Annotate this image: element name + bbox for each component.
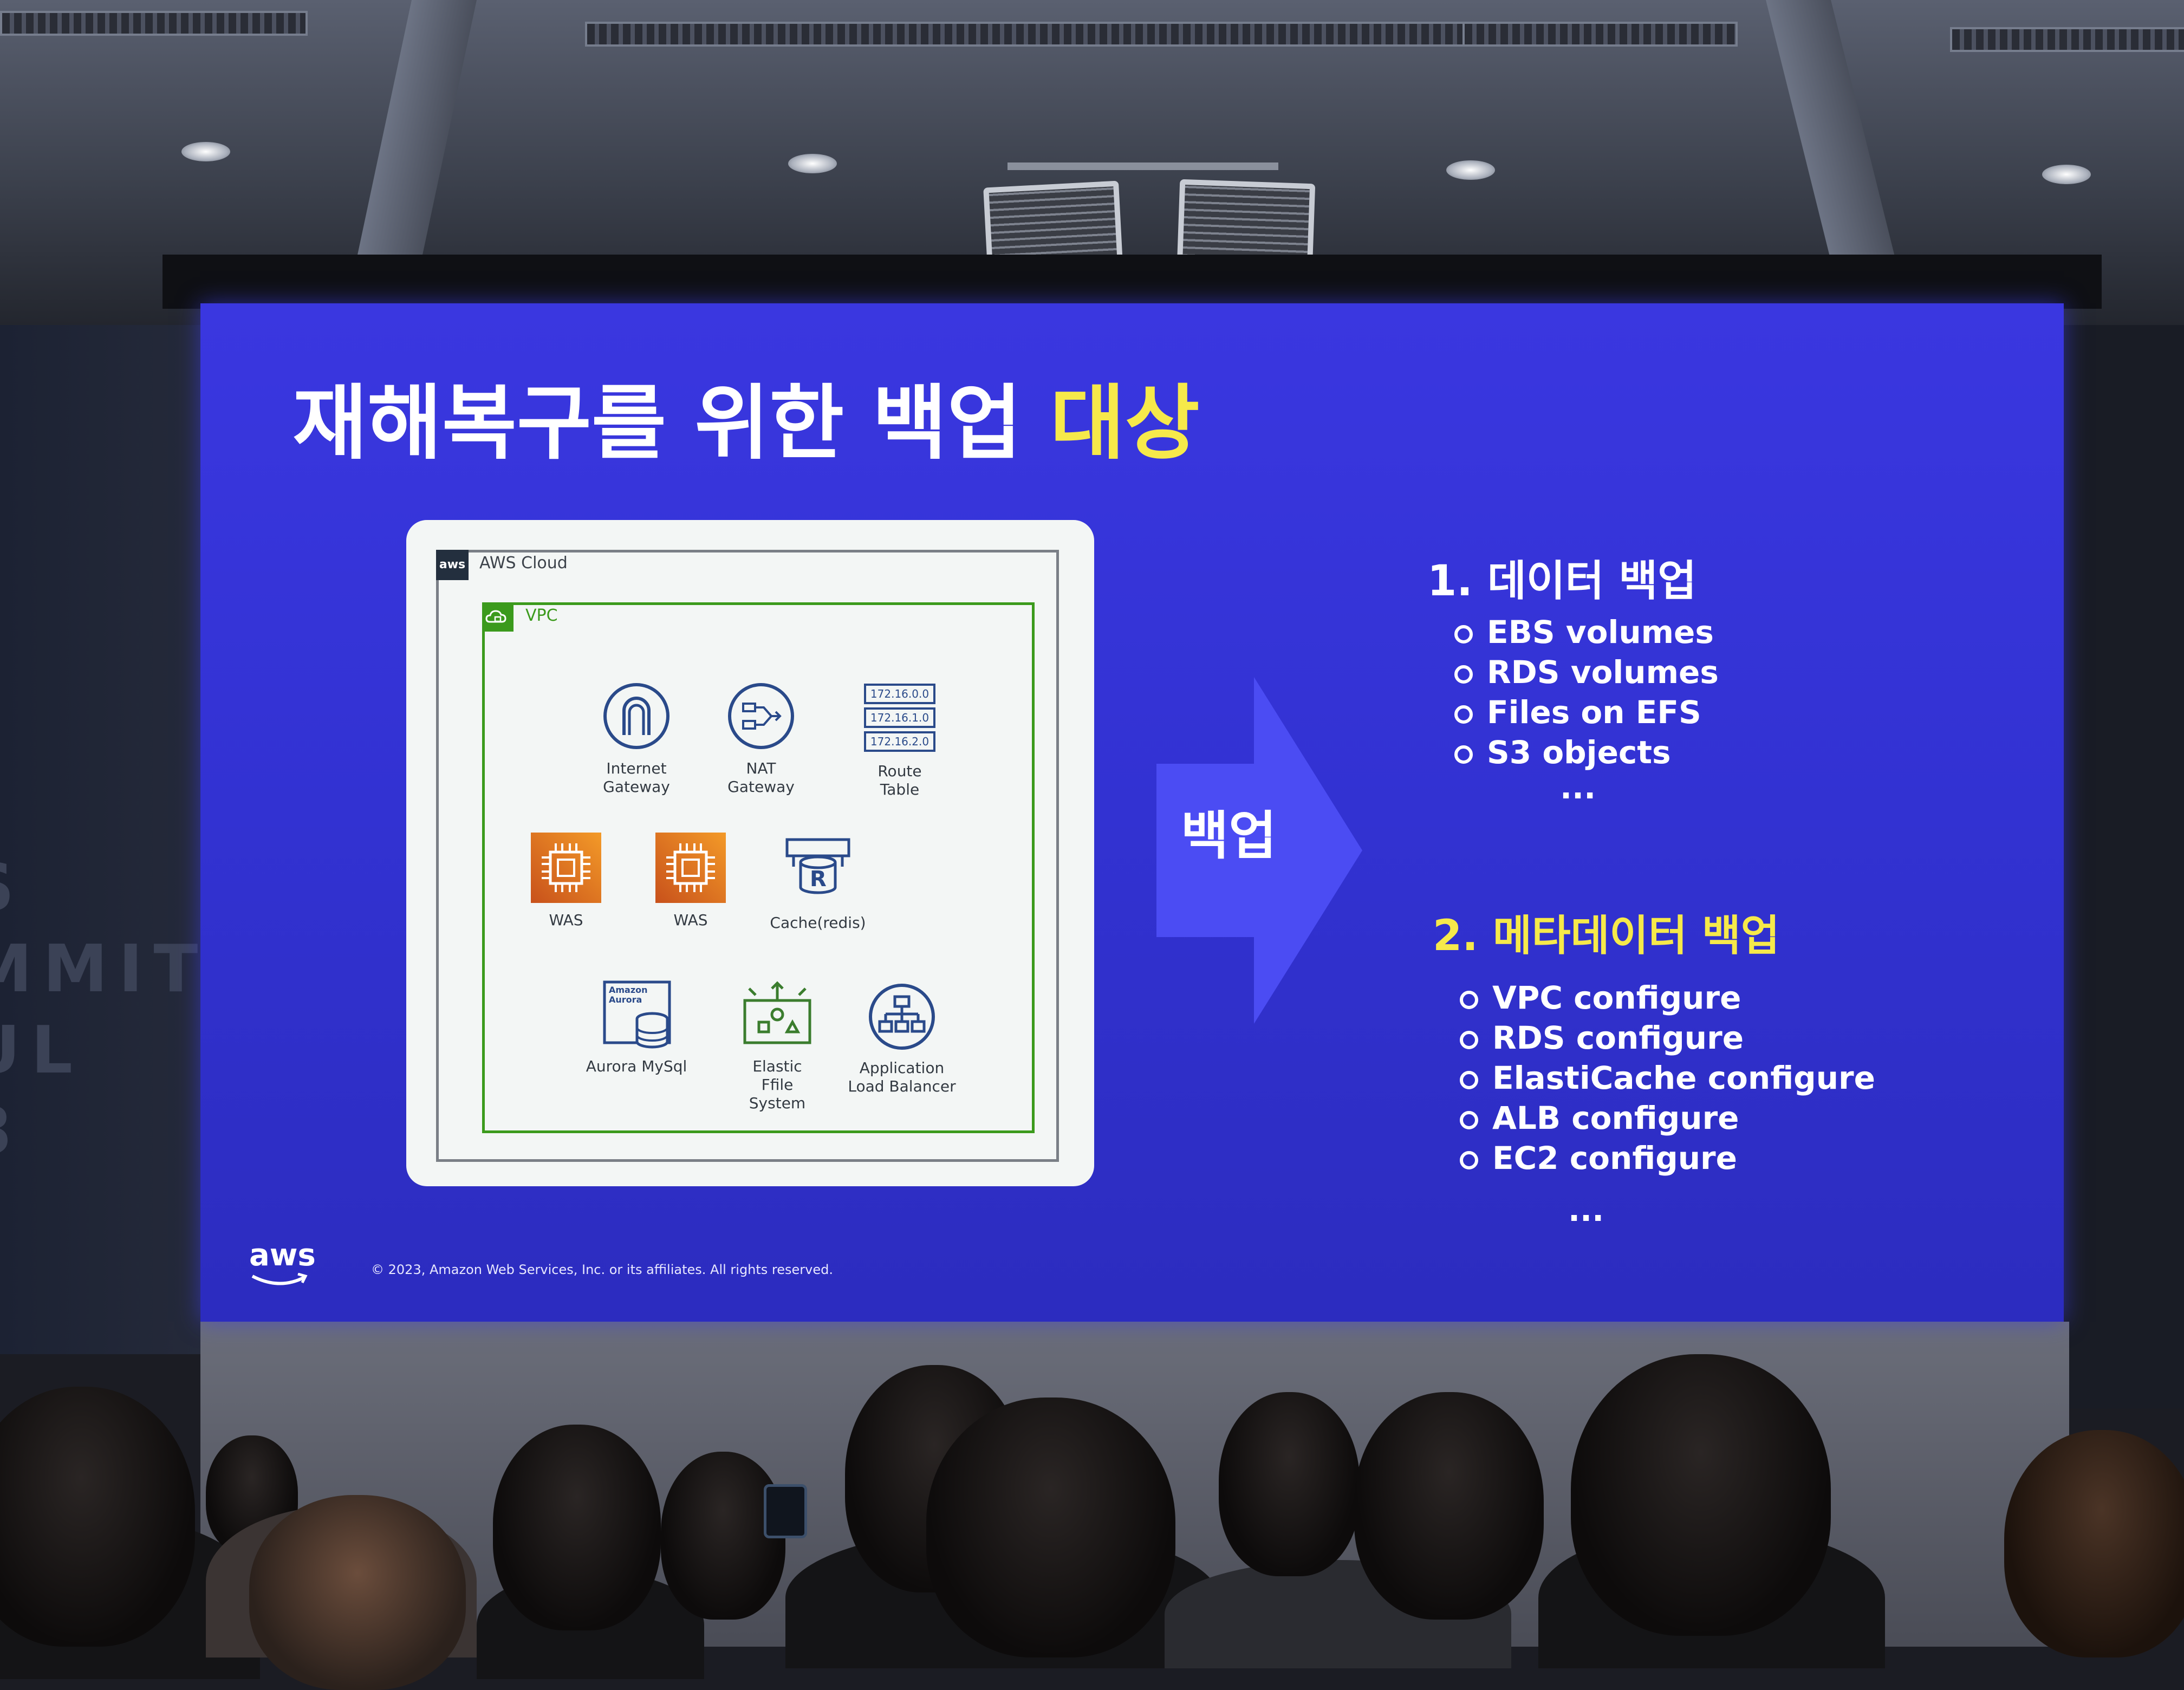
ceiling-vent xyxy=(1462,22,1738,47)
elasticache-redis-icon: R xyxy=(783,835,853,902)
list-item: Files on EFS xyxy=(1454,692,1719,732)
bullet-circle-icon xyxy=(1460,990,1478,1009)
list-item: ALB configure xyxy=(1460,1098,1875,1138)
data-backup-ellipsis: ... xyxy=(1560,769,1596,806)
ec2-chip-icon xyxy=(531,833,601,905)
was-label: WAS xyxy=(549,911,583,929)
aws-cloud-label: AWS Cloud xyxy=(479,554,568,573)
audience-member xyxy=(1354,1392,1544,1620)
bullet-circle-icon xyxy=(1454,625,1473,644)
ceiling-light xyxy=(2042,165,2091,184)
wall-text: MMIT xyxy=(0,932,209,1007)
audience-member xyxy=(493,1425,661,1630)
ceiling-beam xyxy=(1766,0,1895,255)
bullet-circle-icon xyxy=(1454,705,1473,724)
cache-letter: R xyxy=(810,867,827,892)
vpc-cloud-icon xyxy=(482,602,514,632)
metadata-backup-list: VPC configure RDS configure ElastiCache … xyxy=(1460,978,1875,1178)
slide-title-main: 재해복구를 위한 백업 xyxy=(292,376,1050,471)
slide-title: 재해복구를 위한 백업 대상 xyxy=(292,358,1200,475)
load-balancer-icon xyxy=(867,981,937,1054)
ec2-chip-icon xyxy=(655,833,726,905)
internet-gateway-icon xyxy=(601,681,672,753)
list-item: EBS volumes xyxy=(1454,612,1719,652)
slide-title-highlight: 대상 xyxy=(1050,376,1200,471)
nat-gateway-label: NAT Gateway xyxy=(727,759,795,796)
phone xyxy=(764,1484,807,1538)
ceiling-vent xyxy=(585,22,1510,47)
left-wall: S MMIT UL 3 xyxy=(0,325,206,1354)
audience-member xyxy=(1219,1392,1360,1576)
bullet-circle-icon xyxy=(1460,1110,1478,1129)
route-row: 172.16.0.0 xyxy=(864,684,935,704)
architecture-diagram: aws AWS Cloud VPC Internet Gateway NAT G… xyxy=(406,520,1094,1186)
wall-text: 3 xyxy=(0,1094,24,1169)
metadata-backup-ellipsis: ... xyxy=(1568,1192,1604,1228)
data-backup-title: 1. 데이터 백업 xyxy=(1427,557,1697,606)
audience-member xyxy=(2004,1430,2184,1658)
aws-cloud-icon: aws xyxy=(436,550,469,580)
ceiling-light xyxy=(788,154,837,173)
vpc-label: VPC xyxy=(525,606,558,625)
audience-member xyxy=(0,1387,195,1647)
audience-member xyxy=(926,1398,1175,1658)
vpc-group: VPC Internet Gateway NAT Gateway 172.16.… xyxy=(482,602,1035,1133)
audience-member xyxy=(1571,1354,1831,1636)
internet-gateway-label: Internet Gateway xyxy=(603,759,670,796)
aws-cloud-group: aws AWS Cloud VPC Internet Gateway NAT G… xyxy=(436,550,1059,1162)
route-row: 172.16.1.0 xyxy=(864,707,935,728)
bullet-circle-icon xyxy=(1454,665,1473,684)
projector-mount xyxy=(1007,162,1278,170)
ceiling-light xyxy=(181,142,230,161)
aws-smile-icon xyxy=(251,1273,308,1285)
screen-housing xyxy=(162,255,2102,309)
wall-text: S xyxy=(0,850,25,926)
right-wall xyxy=(2058,325,2184,1408)
backup-arrow-label: 백업 xyxy=(1181,805,1277,866)
list-item: S3 objects xyxy=(1454,732,1719,772)
bullet-circle-icon xyxy=(1460,1070,1478,1089)
ceiling-vent xyxy=(1950,27,2184,52)
aurora-badge-text: Amazon Aurora xyxy=(609,985,648,1005)
ceiling-beam xyxy=(358,0,477,255)
presentation-slide: 재해복구를 위한 백업 대상 aws AWS Cloud VPC Interne… xyxy=(200,303,2064,1322)
was-label: WAS xyxy=(673,911,708,929)
nat-gateway-icon xyxy=(726,681,796,753)
data-backup-list: EBS volumes RDS volumes Files on EFS S3 … xyxy=(1454,612,1719,772)
audience-member xyxy=(249,1495,466,1690)
copyright-notice: © 2023, Amazon Web Services, Inc. or its… xyxy=(371,1262,834,1277)
wall-text: UL xyxy=(0,1013,83,1088)
metadata-backup-title: 2. 메타데이터 백업 xyxy=(1433,912,1780,960)
list-item: ElastiCache configure xyxy=(1460,1058,1875,1098)
ceiling-vent xyxy=(0,11,308,36)
route-row: 172.16.2.0 xyxy=(864,731,935,752)
bullet-circle-icon xyxy=(1454,745,1473,764)
list-item: RDS configure xyxy=(1460,1018,1875,1058)
cache-label: Cache(redis) xyxy=(770,914,866,932)
list-item: VPC configure xyxy=(1460,978,1875,1018)
backup-arrow-icon xyxy=(1156,677,1362,1024)
bullet-circle-icon xyxy=(1460,1030,1478,1049)
route-table-icon: 172.16.0.0 172.16.1.0 172.16.2.0 xyxy=(864,684,935,752)
alb-label: Application Load Balancer xyxy=(848,1059,956,1095)
list-item: RDS volumes xyxy=(1454,652,1719,692)
route-table-label: Route Table xyxy=(877,762,922,798)
aws-logo: aws xyxy=(249,1238,316,1273)
aurora-label: Aurora MySql xyxy=(586,1057,687,1075)
list-item: EC2 configure xyxy=(1460,1138,1875,1178)
efs-label: Elastic Ffile System xyxy=(749,1057,806,1112)
aurora-database-icon: Amazon Aurora xyxy=(601,979,677,1051)
efs-icon xyxy=(739,979,815,1051)
bullet-circle-icon xyxy=(1460,1150,1478,1169)
ceiling-light xyxy=(1446,160,1495,180)
